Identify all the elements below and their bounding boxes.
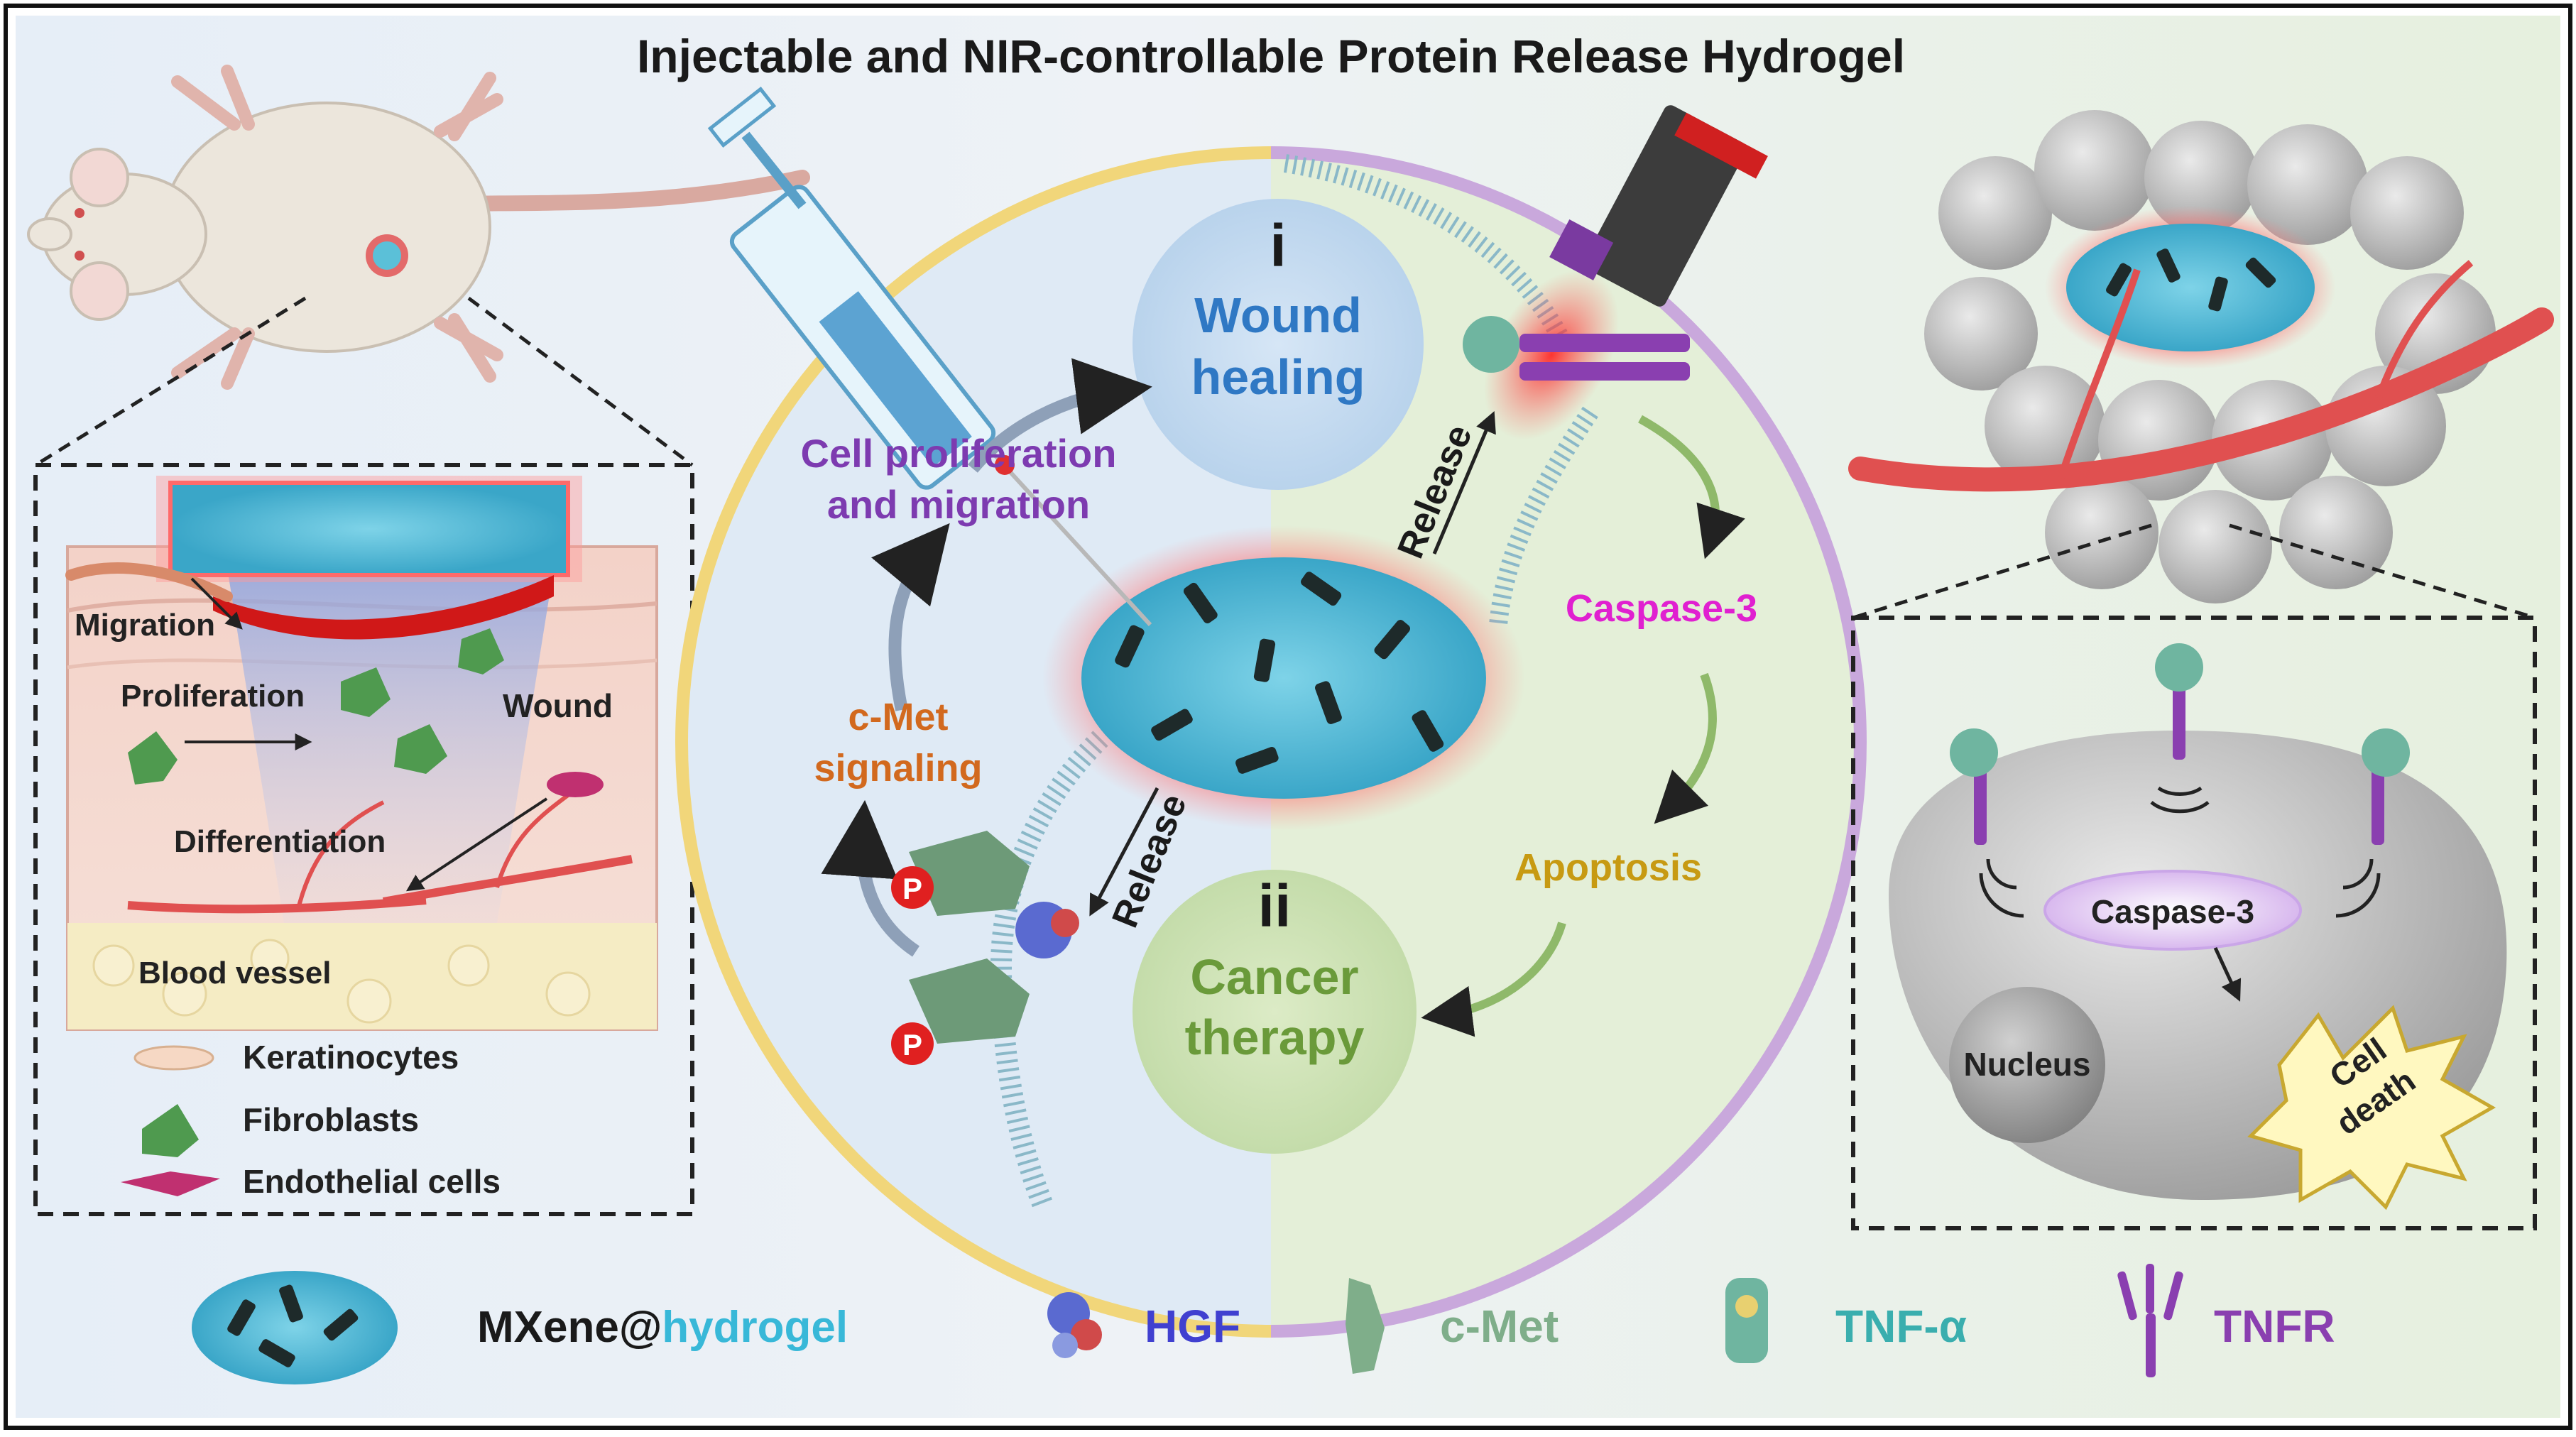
tnfr-receptor-center: [1463, 316, 1690, 381]
legend-hgf: HGF: [1145, 1301, 1240, 1352]
skin-cross-section: Migration Proliferation Wound Differenti…: [65, 476, 658, 1031]
wound-legend: Keratinocytes Fibroblasts Endothelial ce…: [121, 1039, 501, 1200]
fibroblast: [394, 724, 447, 774]
fibroblast: [128, 731, 178, 785]
endothelial-cell-icon: [121, 1171, 220, 1196]
tnfr-receptor: [1974, 682, 2384, 845]
tnfr-icon: [2117, 1264, 2183, 1377]
label-migration: Migration: [75, 608, 215, 643]
numeral-i: i: [1270, 212, 1286, 279]
label-cmet: c-Met: [848, 696, 948, 738]
tnf-alpha-icon: [1725, 1278, 1768, 1363]
blood-vessel: [127, 896, 427, 914]
bottom-legend: MXene@hydrogel HGF c-Met TNF-α TNFR: [192, 1264, 2335, 1384]
label-cancer: Cancer: [1190, 949, 1358, 1005]
fibroblast-icon: [142, 1104, 199, 1157]
legend-tnf-alpha: TNF-α: [1835, 1301, 1967, 1352]
tumor-hydrogel: [2066, 224, 2315, 351]
figure-title: Injectable and NIR-controllable Protein …: [637, 30, 1905, 82]
label-wound: Wound: [503, 687, 613, 724]
tumor-cell-detail: Caspase-3 Nucleus Cell death: [1889, 643, 2507, 1211]
numeral-ii: ii: [1258, 873, 1292, 939]
phospho-badge: [891, 1022, 934, 1065]
nucleus: [1949, 987, 2105, 1143]
legend-hydrogel: hydrogel: [662, 1303, 848, 1352]
label-differentiation: Differentiation: [174, 824, 386, 859]
caspase-bubble: [2043, 870, 2302, 951]
wound-healing-circle: [1133, 199, 1424, 490]
label-signaling: signaling: [814, 747, 982, 789]
cell-membrane-right: [1489, 406, 1598, 626]
hgf-icon: [1047, 1292, 1102, 1358]
central-hydrogel: [1081, 557, 1486, 799]
cancer-therapy-circle: [1133, 870, 1417, 1154]
mouse-ear: [70, 148, 129, 207]
phospho-label: P: [902, 1028, 922, 1061]
label-apoptosis: Apoptosis: [1515, 846, 1702, 889]
legend-mxene-hydrogel: MXene@hydrogel: [477, 1303, 848, 1352]
label-caspase-3: Caspase-3: [1566, 587, 1757, 630]
phospho-badge: [891, 866, 934, 909]
legend-cmet: c-Met: [1440, 1301, 1559, 1352]
legend-endothelial-cells: Endothelial cells: [243, 1163, 501, 1200]
label-and-migration: and migration: [827, 482, 1090, 527]
label-healing: healing: [1191, 349, 1365, 405]
tumor-blood-vessel: [1848, 307, 2554, 492]
tumor-panel-frame: [1851, 616, 2537, 1230]
label-caspase-3-cell: Caspase-3: [2091, 893, 2254, 930]
cell-membrane-left: [990, 731, 1108, 1211]
label-blood-vessel: Blood vessel: [138, 956, 331, 990]
tumor-tissue: [1848, 110, 2554, 603]
wound-hydrogel: [168, 481, 570, 577]
legend-mxene: MXene@: [477, 1303, 662, 1352]
syringe-needle: [992, 452, 1152, 627]
mxene-hydrogel-icon: [192, 1271, 398, 1384]
label-wound: Wound: [1194, 288, 1362, 343]
mouse-illustration: [27, 65, 810, 390]
endothelial-cell: [547, 772, 604, 797]
mouse-body: [162, 102, 491, 353]
mouse-ear: [70, 261, 129, 321]
label-proliferation: Proliferation: [121, 679, 305, 714]
legend-keratinocytes: Keratinocytes: [243, 1039, 459, 1076]
label-nucleus: Nucleus: [1964, 1046, 2091, 1083]
fibroblast: [341, 667, 391, 717]
legend-tnfr: TNFR: [2214, 1301, 2335, 1352]
fibroblast: [458, 628, 504, 674]
cell-death-burst: [2247, 1005, 2496, 1211]
nir-laser: [1484, 105, 1768, 440]
label-cell-proliferation: Cell proliferation: [801, 431, 1117, 476]
central-schematic: i Wound healing ii Cancer therapy: [675, 86, 1867, 1338]
syringe: [707, 86, 1152, 627]
phospho-label: P: [902, 872, 922, 905]
cmet-icon: [1346, 1278, 1385, 1374]
cmet-receptor-pair: [909, 831, 1079, 1044]
keratinocyte-icon: [133, 1045, 214, 1071]
legend-fibroblasts: Fibroblasts: [243, 1101, 419, 1138]
label-therapy: therapy: [1185, 1010, 1365, 1065]
